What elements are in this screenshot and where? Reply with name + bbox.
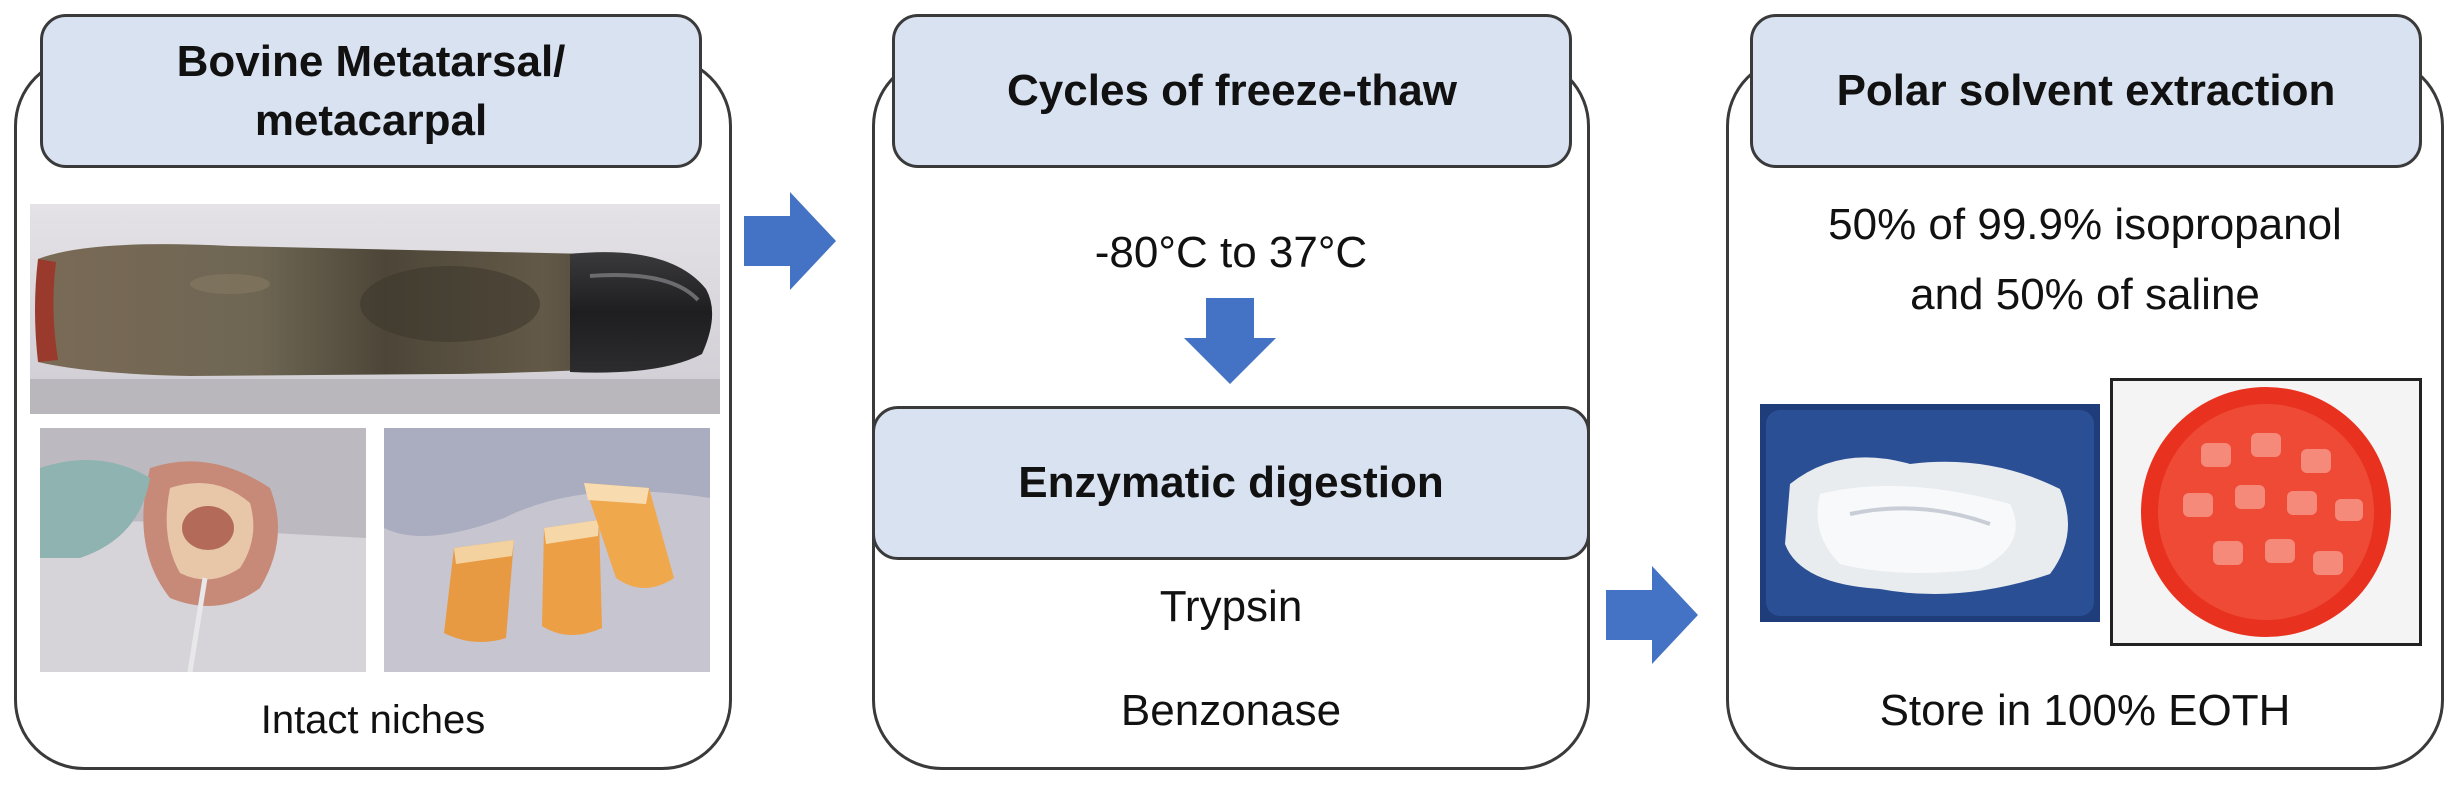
temperature-range: -80°C to 37°C xyxy=(1094,228,1368,277)
solvent-line-1: 50% of 99.9% isopropanol xyxy=(1828,200,2342,249)
panel-3-header: Polar solvent extraction xyxy=(1750,14,2422,168)
reagent-trypsin: Trypsin xyxy=(1159,582,1303,631)
bone-sections-photo xyxy=(384,428,710,672)
storage-condition: Store in 100% EOTH xyxy=(1879,686,2291,735)
panel-2-header: Cycles of freeze-thaw xyxy=(892,14,1572,168)
bone-sections-image xyxy=(384,428,710,672)
down-arrow-icon xyxy=(1184,298,1276,384)
extracted-tissue-image xyxy=(1760,404,2100,622)
panel-1-header: Bovine Metatarsal/ metacarpal xyxy=(40,14,702,168)
bone-cutting-image xyxy=(40,428,366,672)
red-dish-image xyxy=(2113,381,2419,643)
solvent-line-2: and 50% of saline xyxy=(1910,270,2260,319)
metatarsal-image xyxy=(30,204,720,414)
red-dish-photo xyxy=(2110,378,2422,646)
bone-cutting-photo xyxy=(40,428,366,672)
reagent-benzonase: Benzonase xyxy=(1120,686,1342,735)
extracted-tissue-photo xyxy=(1760,404,2100,622)
intact-niches-caption: Intact niches xyxy=(260,698,486,742)
right-arrow-icon xyxy=(1606,566,1698,664)
right-arrow-icon xyxy=(744,192,836,290)
metatarsal-photo xyxy=(30,204,720,414)
enzymatic-digestion-header: Enzymatic digestion xyxy=(872,406,1590,560)
